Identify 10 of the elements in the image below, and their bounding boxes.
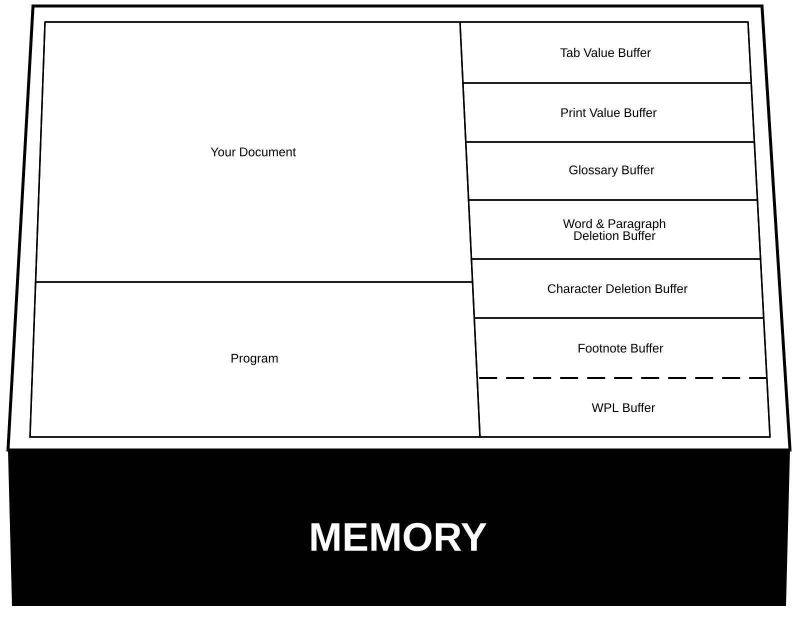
buffer-cell: WPL Buffer: [476, 377, 771, 438]
buffer-cell: Word & Paragraph Deletion Buffer: [468, 199, 762, 260]
memory-region: Your Document: [34, 21, 474, 283]
buffer-cell: Footnote Buffer: [474, 317, 768, 378]
buffer-cell: Print Value Buffer: [462, 82, 756, 143]
buffer-cell: Tab Value Buffer: [459, 21, 752, 84]
node-label: MEMORY: [311, 522, 487, 552]
buffer-cell: Character Deletion Buffer: [470, 258, 764, 319]
buffer-cell: Glossary Buffer: [465, 141, 758, 201]
memory-region: Program: [29, 281, 481, 438]
